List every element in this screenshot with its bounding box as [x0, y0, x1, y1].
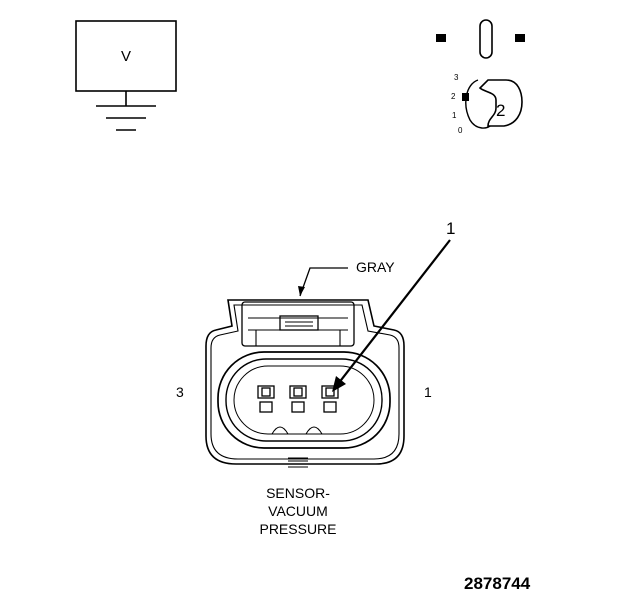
indicator-right-dot — [515, 34, 525, 42]
terminal-1 — [321, 385, 339, 413]
voltmeter-symbol: V — [75, 20, 177, 131]
latch-tab — [279, 315, 319, 331]
indicator-left-dot — [436, 34, 446, 42]
connector-housing — [205, 299, 405, 468]
connector-title: SENSOR- VACUUM PRESSURE — [259, 485, 336, 537]
callout-arrow-line — [337, 239, 451, 385]
key-position-marker — [462, 93, 469, 101]
side-label-left: 3 — [176, 384, 184, 400]
key-current-position: 2 — [496, 101, 505, 120]
ignition-switch-icon: 3 2 1 0 2 — [436, 19, 525, 135]
key-dial — [465, 79, 493, 129]
voltmeter-label: V — [121, 48, 131, 65]
ground-icon — [96, 91, 156, 131]
terminal-2 — [289, 385, 307, 413]
connector-title-line-3: PRESSURE — [259, 521, 336, 537]
callout-arrowhead — [332, 376, 346, 392]
wire-color-callout: GRAY — [298, 259, 395, 297]
key-position-2: 2 — [451, 92, 456, 101]
key-position-1: 1 — [452, 111, 457, 120]
housing-inner — [210, 304, 400, 460]
housing-outer — [205, 299, 405, 465]
latch-frame — [241, 301, 355, 347]
terminal-callout: 1 — [332, 219, 455, 392]
key-position-0: 0 — [458, 126, 463, 135]
connector-title-line-1: SENSOR- — [266, 485, 330, 501]
key-head-icon — [478, 79, 523, 127]
key-position-3: 3 — [454, 73, 459, 82]
wire-leader-line — [299, 267, 348, 297]
connector-title-line-2: VACUUM — [268, 503, 328, 519]
key-slot — [479, 19, 493, 59]
terminal-cavity-inner — [225, 358, 383, 442]
wire-color-label: GRAY — [356, 259, 395, 275]
side-label-right: 1 — [424, 384, 432, 400]
figure-id: 2878744 — [464, 574, 531, 593]
terminal-3 — [257, 385, 275, 413]
terminal-callout-number: 1 — [446, 219, 455, 238]
terminal-cavity-outer — [217, 351, 391, 449]
